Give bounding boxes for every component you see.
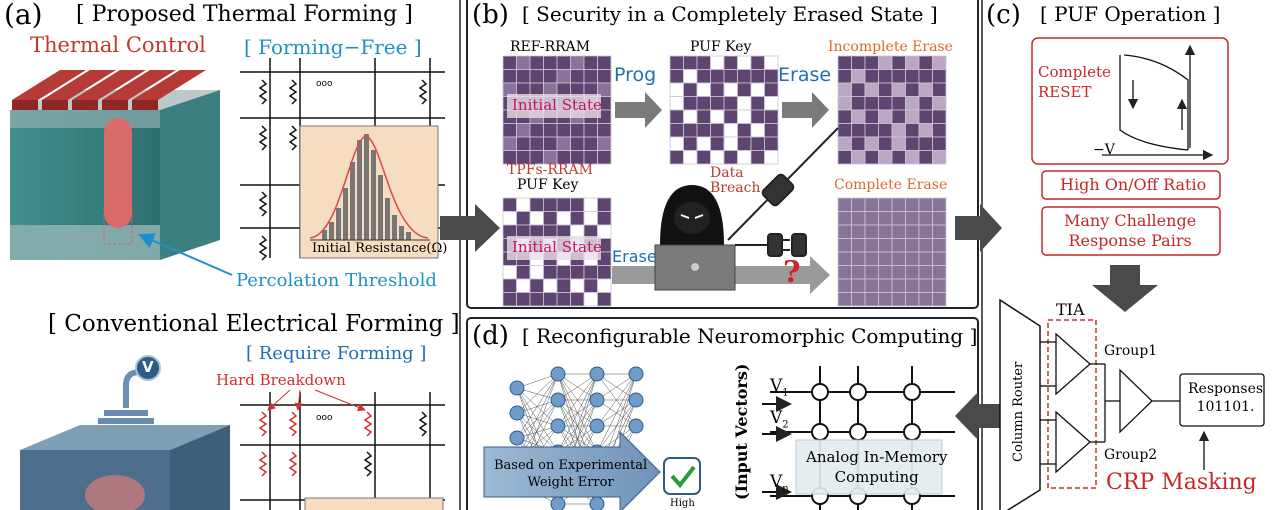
arrow-a-to-b <box>440 204 500 252</box>
forming-free-label: [ Forming−Free ] <box>244 35 422 59</box>
grid-complete-erase <box>837 197 947 307</box>
v1-text: V <box>770 376 783 396</box>
tia-label: TIA <box>1056 300 1085 319</box>
thermal-device <box>10 70 220 260</box>
panel-b-frame <box>466 0 979 309</box>
initial-state-label-bg-2 <box>507 236 601 260</box>
high-ratio-label: High On/Off Ratio <box>1060 175 1207 194</box>
panel-b-title: [ Security in a Completely Erased State … <box>522 2 938 26</box>
v2-label: V2 <box>770 410 789 430</box>
vn-label: Vn <box>770 474 789 494</box>
grid-incomplete-erase <box>837 55 947 165</box>
panel-a-letter: (a) <box>4 0 43 31</box>
vn-sub: n <box>782 483 789 495</box>
aimc-box <box>795 439 943 495</box>
high-ratio-box <box>1041 170 1221 200</box>
panel-a-title: [ Proposed Thermal Forming ] <box>76 2 413 27</box>
checkmark-icon <box>670 465 696 489</box>
breakdown-resistors <box>258 411 373 477</box>
erase-arrow-top <box>782 92 829 128</box>
crp-label: Many Challenge Response Pairs <box>1064 211 1197 250</box>
neg-v-label: −V <box>1093 142 1115 158</box>
crossbar-dots-2: ooo <box>316 413 333 423</box>
erase-top-label: Erase <box>778 64 832 86</box>
conventional-title: [ Conventional Electrical Forming ] <box>48 311 460 337</box>
erase-bottom-label: Erase <box>612 247 657 266</box>
histogram-bars <box>322 134 411 240</box>
prog-label: Prog <box>614 64 657 86</box>
tpfs-rram-label: TPFs-RRAM <box>507 162 593 178</box>
question-mark: ? <box>783 255 801 290</box>
responses-label: Responses 101101. <box>1188 381 1264 416</box>
panel-c-title: [ PUF Operation ] <box>1040 2 1221 26</box>
voltage-symbol: V <box>142 358 154 376</box>
prog-arrow <box>615 92 662 128</box>
v1-sub: 1 <box>782 387 789 399</box>
percolation-arrow <box>138 233 233 276</box>
complete-erase-label: Complete Erase <box>834 177 948 193</box>
require-forming-label: [ Require Forming ] <box>246 343 427 364</box>
puf-key-top-label: PUF Key <box>690 39 752 55</box>
initial-state-label-bg <box>507 94 601 118</box>
input-vectors-label: (Input Vectors) <box>732 363 751 500</box>
v1-label: V1 <box>770 378 789 398</box>
incomplete-erase-label: Incomplete Erase <box>828 39 953 55</box>
panel-d-title: [ Reconfigurable Neuromorphic Computing … <box>522 324 978 348</box>
panel-d-letter: (d) <box>472 321 509 351</box>
v2-sub: 2 <box>782 419 789 431</box>
conventional-device <box>20 355 230 510</box>
voltage-source-icon <box>135 355 161 381</box>
crossbar-require-forming <box>240 392 445 510</box>
responses-box <box>1179 373 1265 427</box>
tia-amplifiers <box>1040 332 1180 474</box>
puf-key-bottom-label: PUF Key <box>517 177 579 193</box>
vn-text: V <box>770 472 783 492</box>
high-label: High <box>670 498 695 509</box>
crp-masking-label: CRP Masking <box>1106 470 1257 495</box>
aimc-label: Analog In-Memory Computing <box>806 448 948 486</box>
group2-label: Group2 <box>1104 447 1158 463</box>
column-router-label: Column Router <box>1011 361 1026 462</box>
v2-text: V <box>770 408 783 428</box>
thermal-control-label: Thermal Control <box>30 33 206 57</box>
initial-resistance-label: Initial Resistance(Ω) <box>312 241 448 256</box>
tia-region <box>1047 319 1097 489</box>
hacker-icon <box>654 185 736 291</box>
panel-c-letter: (c) <box>986 0 1021 30</box>
initial-state-top: Initial State <box>512 96 602 114</box>
hard-breakdown-label: Hard Breakdown <box>216 371 346 389</box>
ref-rram-label: REF-RRAM <box>510 39 591 55</box>
complete-reset-label: Complete RESET <box>1038 63 1111 101</box>
grid-tpfs-rram <box>502 197 612 307</box>
grid-puf-key-top <box>669 55 779 165</box>
arrow-b-to-c <box>955 204 1002 252</box>
crp-box <box>1041 206 1221 256</box>
column-router <box>999 298 1041 510</box>
crossbar-dots: ooo <box>316 79 333 89</box>
panel-b-letter: (b) <box>472 0 509 30</box>
arrow-c-down <box>1092 265 1158 312</box>
weight-error-arrow <box>483 430 661 510</box>
checkmark-box <box>663 457 701 495</box>
percolation-label: Percolation Threshold <box>236 270 437 291</box>
weight-error-label: Based on Experimental Weight Error <box>494 458 648 490</box>
histogram-curve <box>309 135 429 239</box>
group1-label: Group1 <box>1104 343 1158 359</box>
reset-graph <box>1102 44 1214 161</box>
data-breach-label: Data Breach <box>710 165 761 197</box>
plug-icon <box>727 127 839 257</box>
arrow-c-to-d <box>955 392 1002 440</box>
initial-state-bottom: Initial State <box>512 238 602 256</box>
